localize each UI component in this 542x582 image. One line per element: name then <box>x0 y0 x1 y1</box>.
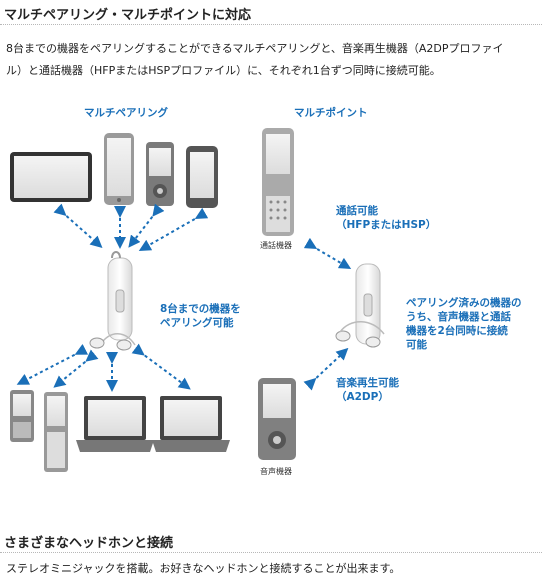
call-label-line: （HFPまたはHSP） <box>336 219 437 231</box>
call-label: 通話可能 （HFPまたはHSP） <box>336 204 436 232</box>
music-player-icon <box>146 142 174 206</box>
laptop-icon <box>152 396 230 452</box>
paired-note-line: 機器を2台同時に接続 <box>406 325 508 337</box>
body-text-line-2: ル）と通話機器（HFPまたはHSPプロファイル）に、それぞれ1台ずつ同時に接続可… <box>6 64 441 77</box>
laptop-icon <box>76 396 154 452</box>
divider <box>0 24 542 25</box>
flip-phone-icon <box>10 390 34 442</box>
body-text-line-1: 8台までの機器をペアリングすることができるマルチペアリングと、音楽再生機器（A2… <box>6 42 504 55</box>
multipoint-title: マルチポイント <box>294 107 368 119</box>
multipoint-diagram <box>10 128 385 472</box>
headset-icon <box>335 263 385 348</box>
section-title-multipairing: マルチペアリング・マルチポイントに対応 <box>4 8 252 23</box>
music-label-line: （A2DP） <box>336 391 389 403</box>
smartphone-icon <box>104 133 134 205</box>
body-text-headphones: ステレオミニジャックを搭載。お好きなヘッドホンと接続することが出来ます。 <box>6 562 401 575</box>
paired-note-line: 可能 <box>406 339 427 351</box>
divider <box>0 552 542 553</box>
slide-phone-icon <box>44 392 68 472</box>
audio-device-caption: 音声機器 <box>260 467 292 476</box>
pairing-note: 8台までの機器を ペアリング可能 <box>160 302 241 330</box>
paired-note-line: うち、音声機器と通話 <box>406 311 511 323</box>
phone-icon <box>186 146 218 208</box>
music-label: 音楽再生可能 （A2DP） <box>336 376 399 404</box>
music-label-line: 音楽再生可能 <box>336 377 399 389</box>
audio-device-icon <box>258 378 296 460</box>
call-device-caption: 通話機器 <box>260 241 292 250</box>
pairing-note-line: 8台までの機器を <box>160 303 241 315</box>
multipairing-title: マルチペアリング <box>84 107 168 119</box>
pairing-note-line: ペアリング可能 <box>160 317 234 329</box>
paired-note: ペアリング済みの機器の うち、音声機器と通話 機器を2台同時に接続 可能 <box>406 296 522 352</box>
call-label-line: 通話可能 <box>336 205 378 217</box>
tablet-icon <box>10 152 92 202</box>
paired-note-line: ペアリング済みの機器の <box>406 297 522 309</box>
call-device-icon <box>262 128 294 236</box>
section-title-headphones: さまざまなヘッドホンと接続 <box>4 536 174 551</box>
headset-icon <box>89 251 136 351</box>
